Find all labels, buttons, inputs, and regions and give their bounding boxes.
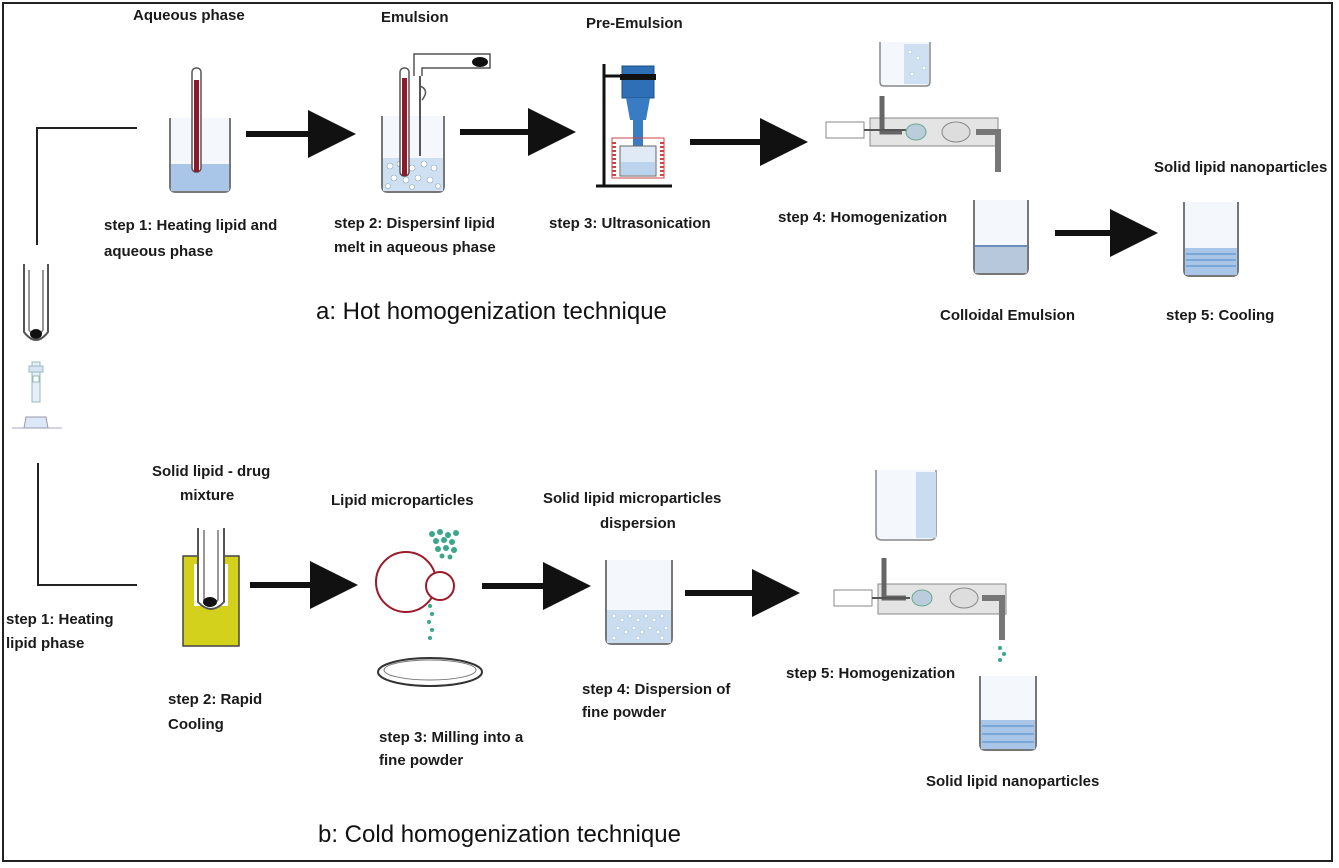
cold-step1-line1: step 1: Heating bbox=[6, 611, 114, 628]
hot-step2-line1: step 2: Dispersinf lipid bbox=[334, 215, 495, 232]
hot-technique-title: a: Hot homogenization technique bbox=[316, 298, 667, 325]
hot-sln-label: Solid lipid nanoparticles bbox=[1154, 159, 1328, 176]
cold-sln-label: Solid lipid nanoparticles bbox=[926, 773, 1100, 790]
dispersion-line2: dispersion bbox=[600, 515, 676, 532]
hot-step2-line2: melt in aqueous phase bbox=[334, 239, 496, 256]
lipid-microparticles-label: Lipid microparticles bbox=[331, 492, 474, 509]
beaker-emulsion-icon bbox=[381, 53, 491, 193]
cold-step4-line2: fine powder bbox=[582, 704, 667, 721]
cold-step1-line2: lipid phase bbox=[6, 635, 85, 652]
test-tube-burner-icon bbox=[12, 264, 62, 429]
hot-step5-label: step 5: Cooling bbox=[1166, 307, 1275, 324]
colloidal-beaker-icon bbox=[973, 200, 1029, 275]
beaker-thermometer-icon bbox=[169, 67, 231, 193]
aqueous-phase-label: Aqueous phase bbox=[133, 7, 245, 24]
dispersion-line1: Solid lipid microparticles bbox=[543, 490, 722, 507]
lipid-drug-mixture-icon bbox=[182, 528, 240, 647]
cold-technique-title: b: Cold homogenization technique bbox=[318, 821, 681, 848]
milling-icon bbox=[375, 529, 483, 687]
homogenizer-icon bbox=[825, 42, 1001, 172]
cold-step4-line1: step 4: Dispersion of bbox=[582, 681, 731, 698]
cold-branch-line bbox=[37, 463, 137, 586]
pre-emulsion-label: Pre-Emulsion bbox=[586, 15, 683, 32]
hot-step3-label: step 3: Ultrasonication bbox=[549, 215, 711, 232]
hot-step4-label: step 4: Homogenization bbox=[778, 209, 948, 226]
hot-step1-line2: aqueous phase bbox=[104, 243, 214, 260]
cold-step3-line1: step 3: Milling into a bbox=[379, 729, 524, 746]
cold-step2-line2: Cooling bbox=[168, 716, 224, 733]
dispersion-beaker-icon bbox=[605, 560, 673, 645]
cold-step2-line1: step 2: Rapid bbox=[168, 691, 263, 708]
cold-sln-beaker-icon bbox=[979, 676, 1037, 751]
mixture-line2: mixture bbox=[180, 487, 235, 504]
hot-step1-line1: step 1: Heating lipid and bbox=[104, 217, 278, 234]
cold-homogenizer-icon bbox=[833, 470, 1007, 662]
ultrasonicator-icon bbox=[596, 64, 672, 188]
cold-step3-line2: fine powder bbox=[379, 752, 464, 769]
cold-step5-label: step 5: Homogenization bbox=[786, 665, 956, 682]
hot-branch-line bbox=[36, 127, 137, 245]
sln-beaker-icon bbox=[1183, 202, 1239, 277]
colloidal-emulsion-label: Colloidal Emulsion bbox=[940, 307, 1076, 324]
emulsion-label: Emulsion bbox=[381, 9, 449, 26]
mixture-line1: Solid lipid - drug bbox=[152, 463, 271, 480]
